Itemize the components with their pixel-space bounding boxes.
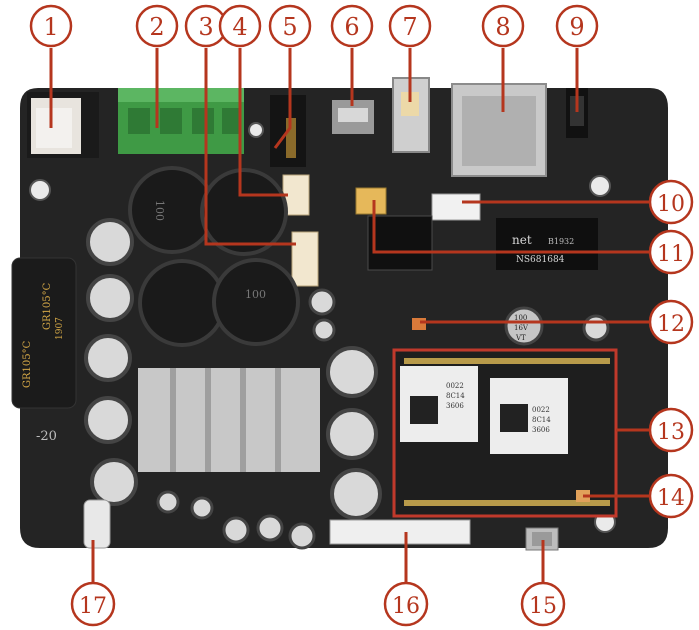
callout-3: 3: [184, 4, 228, 48]
small-cap-label: 100: [514, 314, 527, 322]
callout-8: 8: [481, 4, 525, 48]
svg-text:3: 3: [198, 13, 213, 41]
inductors: 100 100: [128, 166, 300, 347]
callout-15: 15: [520, 581, 566, 627]
svg-text:5: 5: [282, 13, 297, 41]
wifi-module-board: 0022 8C14 3606 0022 8C14 3606: [396, 352, 616, 516]
module-b-line2: 8C14: [532, 416, 551, 424]
white-connector: [431, 193, 481, 221]
small-capacitors: [84, 218, 610, 550]
svg-text:12: 12: [657, 312, 685, 337]
labeled-small-capacitor: 100 16V VT: [504, 306, 544, 346]
svg-text:11: 11: [657, 242, 685, 267]
svg-text:8: 8: [495, 13, 510, 41]
module-b-line1: 0022: [532, 406, 550, 414]
callout-6: 6: [330, 4, 374, 48]
callout-14: 14: [648, 473, 694, 519]
module-outline: [392, 348, 618, 518]
main-processor-chip: [367, 215, 433, 271]
yellow-connector: [355, 187, 387, 215]
svg-text:9: 9: [569, 13, 584, 41]
callout-12: 12: [648, 299, 694, 345]
heatsink: [138, 368, 320, 472]
module-b-line3: 3606: [532, 426, 550, 434]
power-switch: [392, 77, 430, 153]
callout-5: 5: [268, 4, 312, 48]
svg-text:16: 16: [392, 594, 420, 619]
callout-4: 4: [218, 4, 262, 48]
bottom-left-white-part: [83, 499, 111, 549]
chip-part-text: NS681684: [516, 255, 565, 265]
module-a-line1: 0022: [446, 382, 464, 390]
callout-11: 11: [648, 229, 694, 275]
cap-label-1: GR105°C: [22, 340, 33, 388]
callout-10: 10: [648, 179, 694, 225]
svg-text:7: 7: [402, 13, 417, 41]
cap-year: 1907: [55, 317, 65, 340]
callout-2: 2: [135, 4, 179, 48]
callout-13: 13: [648, 407, 694, 453]
small-cap-vt: VT: [515, 334, 526, 342]
svg-text:10: 10: [657, 192, 685, 217]
callout-16: 16: [383, 581, 429, 627]
speaker-terminal-block: [118, 88, 244, 154]
ethernet-transformer-chip: net B1932 NS681684: [496, 218, 598, 270]
svg-text:17: 17: [79, 594, 107, 619]
svg-text:13: 13: [657, 420, 685, 445]
bottom-connector: [329, 519, 471, 545]
svg-text:1: 1: [43, 13, 58, 41]
svg-text:4: 4: [232, 13, 247, 41]
inductor-label-2: 100: [245, 288, 266, 301]
callout-17: 17: [70, 581, 116, 627]
cap-label-2: GR105°C: [42, 282, 53, 330]
small-cap-volt: 16V: [514, 324, 529, 332]
ethernet-port: [451, 83, 547, 177]
bottom-button: [525, 527, 559, 551]
side-label: -20: [36, 429, 57, 444]
callout-9: 9: [555, 4, 599, 48]
leader-lines: [49, 48, 650, 582]
inductor-label: 100: [153, 200, 166, 221]
svg-text:2: 2: [149, 13, 164, 41]
module-a-line3: 3606: [446, 402, 464, 410]
callout-markers: 1 2 3 4 5 6 7 8 9 10 11 12 13 14 15 16 1…: [29, 4, 694, 627]
module-a-line2: 8C14: [446, 392, 465, 400]
svg-text:6: 6: [344, 13, 359, 41]
callout-1: 1: [29, 4, 73, 48]
dc-power-jack: [27, 92, 99, 158]
led-indicator: [412, 318, 426, 330]
svg-text:15: 15: [529, 594, 557, 619]
chip-code-text: B1932: [548, 237, 574, 246]
large-capacitor: GR105°C GR105°C 1907: [11, 257, 77, 409]
svg-text:14: 14: [657, 486, 685, 511]
connector-header-3: [291, 231, 319, 287]
callout-7: 7: [388, 4, 432, 48]
chip-brand-text: net: [512, 233, 532, 247]
